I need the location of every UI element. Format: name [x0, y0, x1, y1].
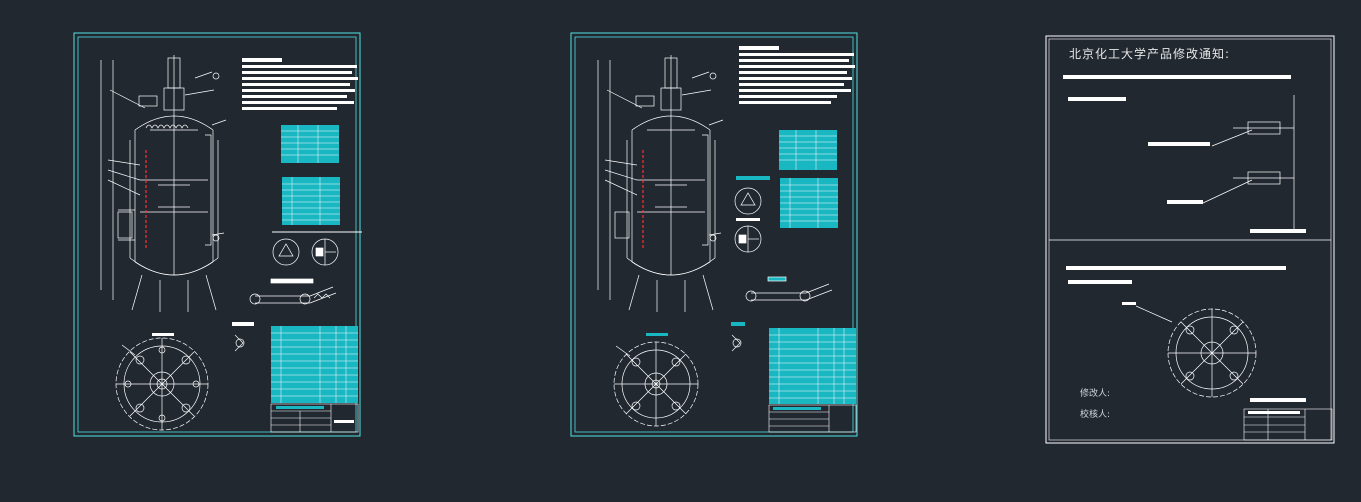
drawing-sheet-1[interactable] — [73, 32, 362, 437]
design-parameter-table — [779, 130, 837, 170]
technical-requirements-block — [739, 46, 855, 104]
pipe-detail — [249, 278, 337, 305]
nozzle-table — [780, 178, 838, 228]
notice-title: 北京化工大学产品修改通知: — [1069, 47, 1231, 61]
title-block — [270, 403, 359, 433]
technical-requirements-block — [242, 58, 358, 110]
vessel-elevation-view — [597, 55, 724, 312]
vessel-plan-view — [613, 341, 699, 427]
modification-sketch-lower — [1135, 305, 1257, 398]
parts-list-table — [769, 328, 856, 404]
notice-text-lower — [1066, 266, 1306, 402]
checker-label: 校核人: — [1080, 410, 1111, 420]
title-block — [768, 404, 857, 433]
drawing-sheet-2[interactable] — [570, 32, 858, 437]
callout-labels-upper — [1148, 142, 1306, 233]
notice-text-upper — [1063, 75, 1291, 101]
design-parameter-table — [281, 125, 339, 163]
notice-title-block — [1243, 408, 1333, 441]
vessel-elevation-view — [100, 55, 227, 312]
modification-sketch-upper — [1202, 95, 1295, 230]
pipe-detail — [745, 276, 833, 302]
small-detail — [731, 334, 742, 352]
detail-views — [734, 187, 762, 253]
vessel-plan-view — [115, 337, 209, 431]
modification-notice-sheet[interactable] — [1045, 35, 1335, 444]
small-detail — [234, 334, 245, 352]
parts-list-table — [271, 326, 358, 403]
detail-views — [272, 238, 339, 266]
nozzle-table — [282, 177, 340, 225]
modifier-label: 修改人: — [1080, 389, 1111, 399]
